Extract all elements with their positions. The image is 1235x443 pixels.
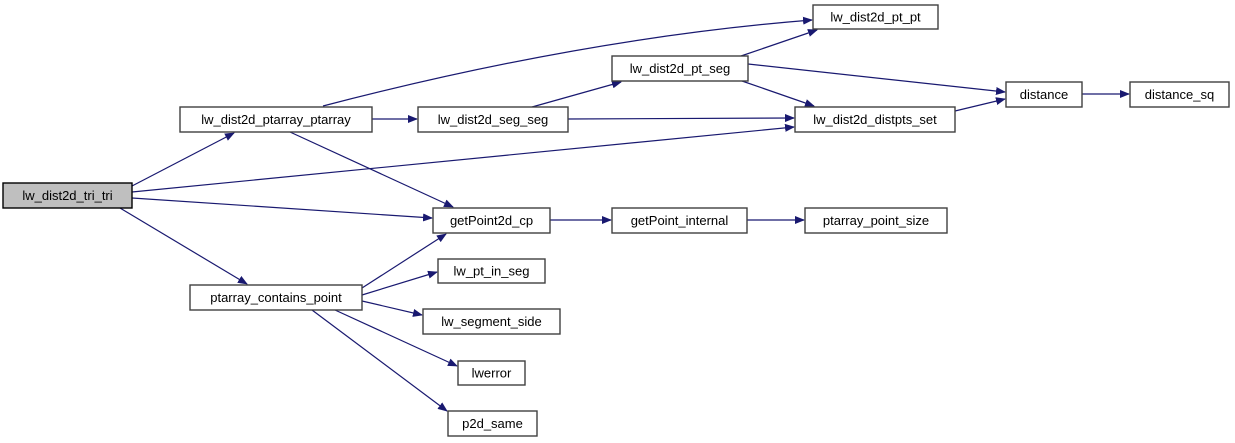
node-label-getPoint2d_cp: getPoint2d_cp	[450, 213, 533, 228]
edge-lw_dist2d_distpts_set-to-distance	[954, 97, 1006, 112]
node-label-p2d_same: p2d_same	[462, 416, 523, 431]
edge-ptarray_contains_point-to-lw_pt_in_seg	[361, 270, 438, 296]
edge-ptarray_contains_point-to-p2d_same	[311, 309, 448, 412]
node-p2d_same[interactable]: p2d_same	[447, 410, 538, 437]
node-lw_dist2d_tri_tri: lw_dist2d_tri_tri	[2, 182, 133, 209]
node-box-lw_pt_in_seg[interactable]	[437, 258, 546, 284]
node-distance[interactable]: distance	[1005, 81, 1083, 108]
node-box-getPoint_internal[interactable]	[611, 207, 748, 234]
node-box-ptarray_contains_point[interactable]	[189, 284, 363, 311]
node-label-lw_dist2d_ptarray_ptarray: lw_dist2d_ptarray_ptarray	[201, 112, 351, 127]
node-lw_segment_side[interactable]: lw_segment_side	[422, 308, 561, 335]
node-label-lw_dist2d_tri_tri: lw_dist2d_tri_tri	[22, 188, 112, 203]
edge-lw_dist2d_ptarray_ptarray-to-lw_dist2d_pt_pt	[322, 16, 813, 107]
edge-ptarray_contains_point-to-lwerror	[334, 309, 458, 367]
edge-lw_dist2d_seg_seg-to-lw_dist2d_pt_seg	[531, 80, 622, 108]
edge-lw_dist2d_pt_seg-to-lw_dist2d_pt_pt	[740, 29, 818, 57]
node-box-lw_dist2d_seg_seg[interactable]	[417, 106, 569, 133]
node-lw_dist2d_ptarray_ptarray[interactable]: lw_dist2d_ptarray_ptarray	[179, 106, 373, 133]
node-label-lw_dist2d_pt_pt: lw_dist2d_pt_pt	[830, 10, 921, 25]
node-lw_dist2d_pt_pt[interactable]: lw_dist2d_pt_pt	[812, 4, 939, 30]
edge-lw_dist2d_ptarray_ptarray-to-getPoint2d_cp	[289, 131, 454, 208]
node-label-lw_dist2d_seg_seg: lw_dist2d_seg_seg	[438, 112, 549, 127]
edge-lw_dist2d_tri_tri-to-getPoint2d_cp	[131, 197, 433, 222]
node-box-lw_dist2d_pt_seg[interactable]	[611, 55, 749, 82]
node-label-lw_dist2d_distpts_set: lw_dist2d_distpts_set	[813, 112, 937, 127]
node-getPoint_internal[interactable]: getPoint_internal	[611, 207, 748, 234]
node-box-lw_dist2d_tri_tri	[2, 182, 133, 209]
node-box-lw_segment_side[interactable]	[422, 308, 561, 335]
node-label-lw_pt_in_seg: lw_pt_in_seg	[454, 264, 530, 279]
node-ptarray_contains_point[interactable]: ptarray_contains_point	[189, 284, 363, 311]
node-box-getPoint2d_cp[interactable]	[432, 207, 551, 234]
edge-lw_dist2d_seg_seg-to-lw_dist2d_distpts_set	[567, 114, 795, 123]
node-box-lw_dist2d_distpts_set[interactable]	[794, 106, 956, 133]
edge-lw_dist2d_tri_tri-to-ptarray_contains_point	[119, 207, 248, 285]
edge-lw_dist2d_pt_seg-to-distance	[747, 63, 1006, 96]
node-distance_sq[interactable]: distance_sq	[1129, 81, 1230, 108]
edge-lw_dist2d_pt_seg-to-lw_dist2d_distpts_set	[741, 80, 815, 107]
node-getPoint2d_cp[interactable]: getPoint2d_cp	[432, 207, 551, 234]
node-label-lw_dist2d_pt_seg: lw_dist2d_pt_seg	[630, 61, 730, 76]
node-box-lwerror[interactable]	[457, 360, 526, 386]
node-label-ptarray_point_size: ptarray_point_size	[823, 213, 929, 228]
edge-lw_dist2d_tri_tri-to-lw_dist2d_distpts_set	[131, 123, 795, 193]
edge-lw_dist2d_tri_tri-to-lw_dist2d_ptarray_ptarray	[131, 132, 235, 187]
node-box-distance_sq[interactable]	[1129, 81, 1230, 108]
node-label-lw_segment_side: lw_segment_side	[441, 314, 541, 329]
node-box-lw_dist2d_pt_pt[interactable]	[812, 4, 939, 30]
node-lw_pt_in_seg[interactable]: lw_pt_in_seg	[437, 258, 546, 284]
node-label-distance_sq: distance_sq	[1145, 87, 1214, 102]
node-ptarray_point_size[interactable]: ptarray_point_size	[804, 207, 948, 234]
node-lw_dist2d_seg_seg[interactable]: lw_dist2d_seg_seg	[417, 106, 569, 133]
node-box-distance[interactable]	[1005, 81, 1083, 108]
node-lw_dist2d_distpts_set[interactable]: lw_dist2d_distpts_set	[794, 106, 956, 133]
node-label-getPoint_internal: getPoint_internal	[631, 213, 729, 228]
node-label-lwerror: lwerror	[472, 366, 512, 381]
node-lw_dist2d_pt_seg[interactable]: lw_dist2d_pt_seg	[611, 55, 749, 82]
node-box-lw_dist2d_ptarray_ptarray[interactable]	[179, 106, 373, 133]
node-box-ptarray_point_size[interactable]	[804, 207, 948, 234]
edge-ptarray_contains_point-to-getPoint2d_cp	[361, 233, 447, 289]
node-box-p2d_same[interactable]	[447, 410, 538, 437]
node-label-ptarray_contains_point: ptarray_contains_point	[210, 290, 342, 305]
edge-ptarray_contains_point-to-lw_segment_side	[361, 300, 423, 317]
node-lwerror[interactable]: lwerror	[457, 360, 526, 386]
node-label-distance: distance	[1020, 87, 1068, 102]
